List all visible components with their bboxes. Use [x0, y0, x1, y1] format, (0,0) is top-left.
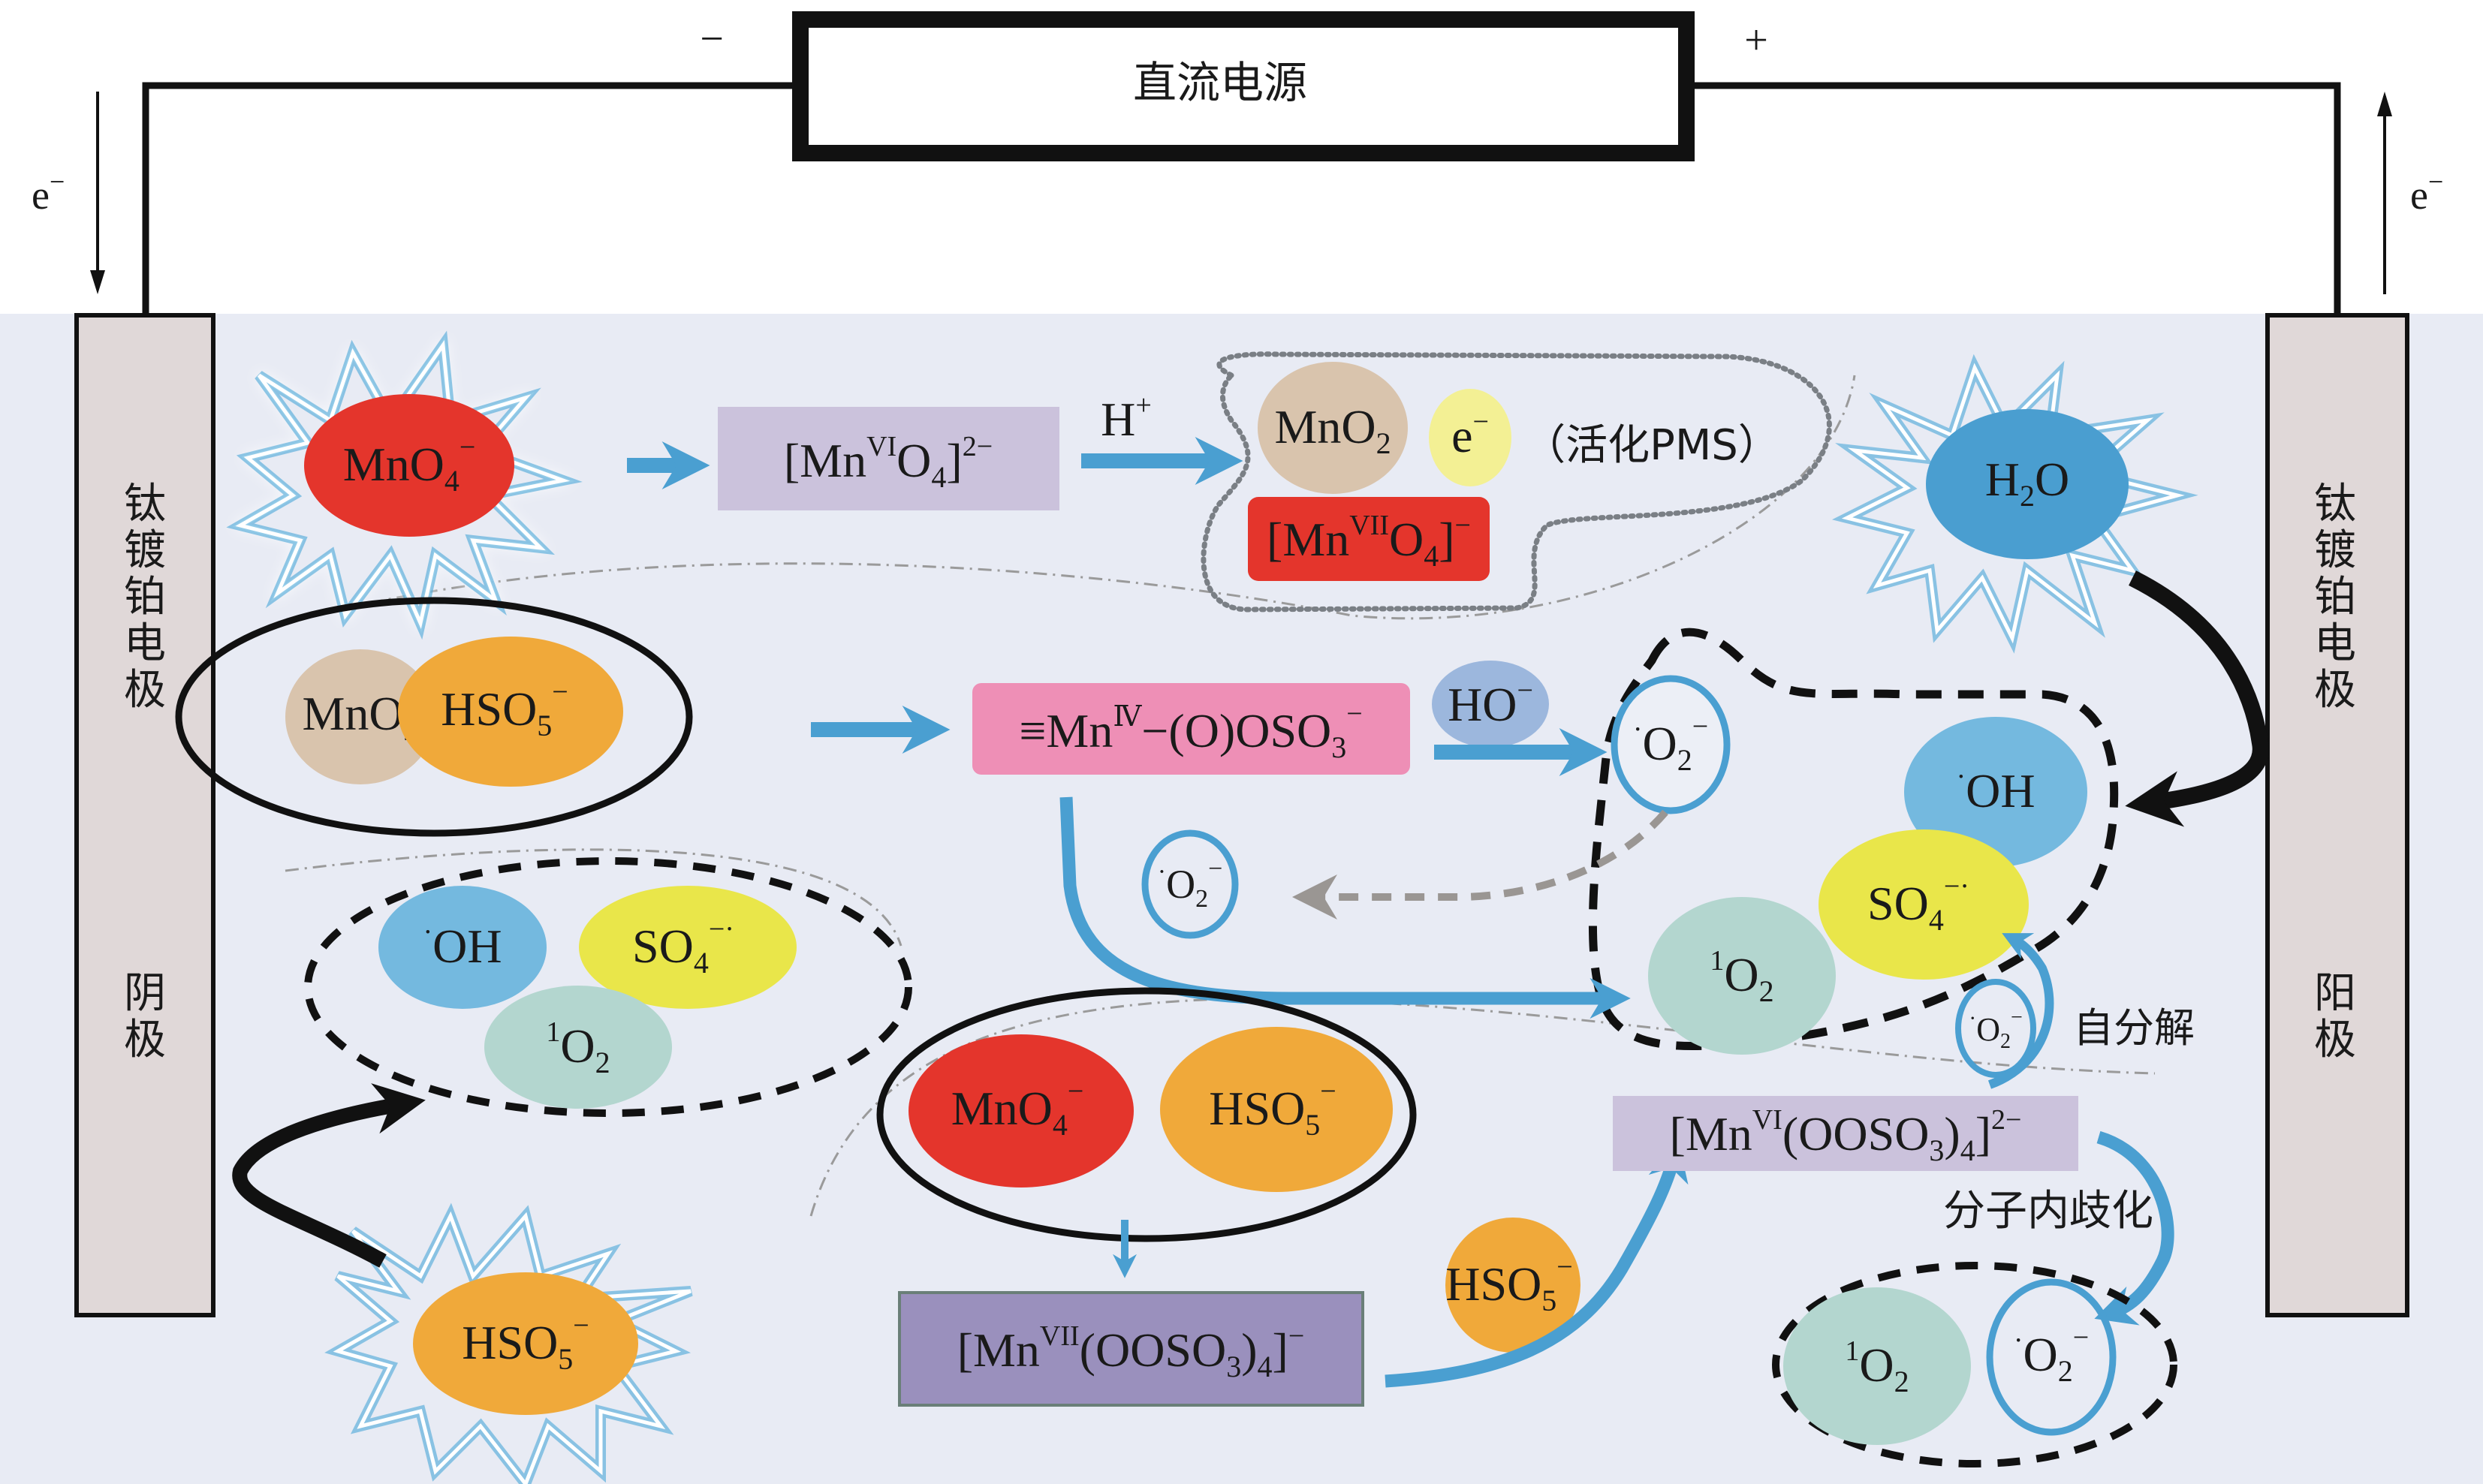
- cathode-material-char: 电: [124, 621, 166, 667]
- mno4-label: MnO4−: [343, 432, 476, 498]
- ho-minus-node: HO−: [1432, 661, 1549, 748]
- anode-ros-group-outline: [1588, 628, 2119, 1051]
- sulfate-radical-node-anode: SO4−·: [1819, 829, 2029, 980]
- cathode-ros-group: ·OH SO4−· 1O2: [304, 857, 912, 1117]
- h-plus-label: H+: [1101, 390, 1152, 446]
- svg-text:H2O: H2O: [1985, 453, 2069, 513]
- electron-node: e−: [1429, 389, 1511, 486]
- negative-terminal: −: [700, 16, 724, 62]
- svg-text:HSO5−: HSO5−: [1209, 1076, 1336, 1142]
- anode-electrode: 钛 镀 铂 电 极 阳 极: [2265, 313, 2409, 1317]
- superoxide-node-anode: ·O2−: [1611, 675, 1731, 814]
- mno4-hso5-pair: MnO4− HSO5−: [876, 987, 1417, 1242]
- svg-text:·OH: ·OH: [1956, 761, 2035, 817]
- water-starburst: H2O: [1831, 354, 2198, 654]
- svg-text:e−: e−: [32, 167, 65, 218]
- cathode-role-char: 极: [124, 1017, 166, 1064]
- superoxide-node-decomp: ·O2−: [1955, 979, 2036, 1078]
- hydroxyl-node-anode: ·OH: [1904, 717, 2087, 867]
- mnvi-complex-box: [MnVI(OOSO3)4]2−: [1613, 1096, 2078, 1171]
- mno2-hso5-pair: MnO2 HSO5−: [175, 597, 693, 837]
- svg-text:HO−: HO−: [1448, 675, 1533, 731]
- svg-text:[MnVIO4]2−: [MnVIO4]2−: [784, 431, 993, 494]
- cathode-material-char: 钛: [124, 481, 166, 528]
- svg-text:MnO4−: MnO4−: [951, 1076, 1084, 1142]
- circuit-wires: [142, 82, 2341, 315]
- region-separators: [285, 375, 2156, 1217]
- disproportionation-label: 分子内歧化: [1943, 1187, 2153, 1236]
- cathode-material-char: 镀: [124, 528, 166, 574]
- arrow-pms-to-ros: [232, 1083, 426, 1268]
- electron-flow-right: e−: [2377, 92, 2443, 294]
- svg-text:HSO5−: HSO5−: [462, 1310, 589, 1376]
- activate-pms-label: （活化PMS）: [1523, 421, 1780, 470]
- superoxide-node-free: ·O2−: [1141, 829, 1239, 939]
- cathode-material-char: 极: [124, 667, 166, 714]
- anode-role-char: 极: [2314, 1017, 2356, 1064]
- anode-material-char: 钛: [2314, 481, 2356, 528]
- hso5-mid-node: HSO5−: [1445, 1218, 1581, 1353]
- svg-text:MnO2: MnO2: [1274, 400, 1391, 460]
- mnvii-o4-box: [MnVIIO4]−: [1248, 497, 1490, 581]
- svg-text:1O2: 1O2: [1710, 945, 1773, 1008]
- svg-text:SO4−·: SO4−·: [632, 914, 734, 980]
- anode-material-char: 铂: [2314, 574, 2356, 621]
- svg-text:[MnVII(OOSO3)4]−: [MnVII(OOSO3)4]−: [957, 1320, 1305, 1383]
- cathode-material-char: 铂: [124, 574, 166, 621]
- arrow-disproportionation: [2094, 1130, 2174, 1326]
- electron-flow-left: e−: [32, 92, 105, 294]
- singlet-oxygen-node-anode: 1O2: [1648, 897, 1836, 1055]
- svg-text:e−: e−: [2410, 167, 2443, 218]
- svg-text:·OH: ·OH: [423, 917, 502, 973]
- anode-material-char: 镀: [2314, 528, 2356, 574]
- svg-text:HSO5−: HSO5−: [441, 676, 568, 742]
- permanganate-starburst: MnO4−: [226, 330, 583, 640]
- power-supply-label: 直流电源: [1133, 57, 1307, 108]
- svg-text:·O2−: ·O2−: [1158, 855, 1223, 913]
- mno2-top-node: MnO2: [1258, 362, 1408, 494]
- anode-role-char: 阳: [2314, 971, 2356, 1017]
- svg-text:1O2: 1O2: [1845, 1335, 1909, 1398]
- svg-text:·O2−: ·O2−: [1969, 1006, 2023, 1053]
- self-decomposition-label: 自分解: [2073, 1004, 2195, 1052]
- arrow-mniv-to-singlet-oxygen: [1059, 796, 1631, 1019]
- activation-group-outline: [1201, 351, 1832, 613]
- arrow-mnvii-to-mnvi-complex: [1385, 1139, 1689, 1388]
- disproportionation-products: 1O2 ·O2−: [1772, 1262, 2177, 1467]
- arrow-water-to-hydroxyl: [2125, 570, 2269, 827]
- positive-terminal: +: [1744, 17, 1768, 64]
- anode-material-char: 电: [2314, 621, 2356, 667]
- svg-text:HSO5−: HSO5−: [1445, 1251, 1572, 1317]
- svg-text:1O2: 1O2: [546, 1016, 610, 1079]
- svg-text:SO4−·: SO4−·: [1867, 871, 1969, 937]
- cathode-electrode: 钛 镀 铂 电 极 阴 极: [74, 313, 215, 1317]
- arrow-self-decomposition: [1987, 933, 2054, 1089]
- svg-text:·O2−: ·O2−: [1633, 711, 1708, 777]
- mniv-complex-box: ≡MnⅣ−(O)OSO3−: [972, 683, 1410, 775]
- cathode-role-char: 阴: [124, 971, 166, 1017]
- dc-power-supply: 直流电源 − +: [700, 11, 1768, 161]
- svg-text:e−: e−: [1451, 406, 1489, 462]
- svg-text:≡MnⅣ−(O)OSO3−: ≡MnⅣ−(O)OSO3−: [1019, 698, 1362, 764]
- svg-text:[MnVIIO4]−: [MnVIIO4]−: [1267, 510, 1471, 573]
- arrow-superoxide-diffusion: [1292, 809, 1668, 920]
- anode-material-char: 极: [2314, 667, 2356, 714]
- svg-text:[MnVI(OOSO3)4]2−: [MnVI(OOSO3)4]2−: [1670, 1104, 2022, 1167]
- pms-starburst: HSO5−: [324, 1203, 693, 1484]
- mnvii-complex-box: [MnVII(OOSO3)4]−: [898, 1291, 1364, 1407]
- svg-text:·O2−: ·O2−: [2014, 1322, 2089, 1388]
- mnvi-o4-box: [MnVIO4]2−: [718, 407, 1059, 510]
